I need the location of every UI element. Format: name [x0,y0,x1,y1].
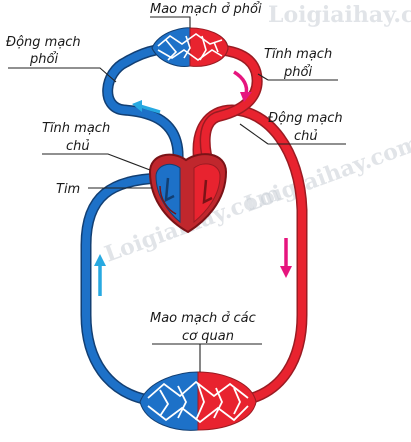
flow-arrow-vena-cava [94,254,106,296]
flow-arrow-pulmonary-vein [233,70,252,102]
label-pulmonary-vein-1: Tĩnh mạch [264,47,332,62]
label-pulmonary-capillaries: Mao mạch ở phổi [150,2,262,17]
heart [148,153,228,234]
organ-capillary-bed [139,371,257,431]
label-vena-cava-2: chủ [66,139,90,154]
label-aorta-2: chủ [294,129,318,144]
leader-vena-cava [42,153,151,171]
label-pulmonary-artery-2: phổi [29,52,58,67]
label-aorta-1: Động mạch [268,111,343,126]
flow-arrow-pulmonary-artery [132,100,161,114]
label-organ-capillaries-1: Mao mạch ở các [150,311,256,326]
flow-arrow-aorta [280,238,292,278]
label-vena-cava-1: Tĩnh mạch [42,121,110,136]
leader-pulmonary-artery [8,67,117,83]
label-pulmonary-vein-2: phổi [283,65,312,80]
pulmonary-capillary-bed [151,27,229,67]
leader-pulmonary-capillaries [150,16,191,28]
leader-lines [8,16,346,372]
label-heart: Tim [56,182,80,197]
label-organ-capillaries-2: cơ quan [182,329,234,344]
label-pulmonary-artery-1: Động mạch [6,35,81,50]
watermark-top: Loigiaihay.com [268,2,411,28]
